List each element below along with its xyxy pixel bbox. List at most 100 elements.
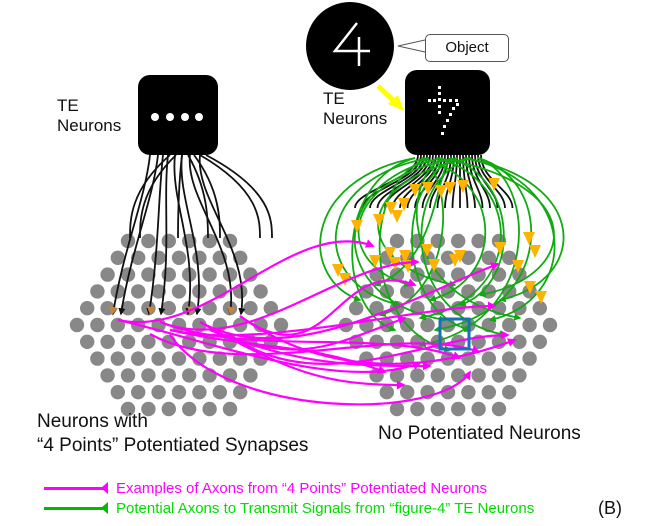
te-axon: [468, 154, 484, 209]
neuron-dot: [182, 368, 197, 383]
orange-arrowhead: [529, 245, 541, 258]
neuron-dot: [420, 351, 435, 366]
green-axon: [373, 157, 451, 287]
magenta-axon: [229, 330, 510, 365]
te-neuron-box-left: [138, 75, 218, 155]
te-label-left-line1: TE: [57, 96, 79, 115]
highlight-box: [438, 317, 471, 351]
te-axon: [198, 154, 246, 316]
neuron-dot: [69, 317, 85, 333]
neuron-dot: [491, 401, 507, 417]
neuron-dot: [481, 250, 496, 265]
neuron-dot: [120, 334, 136, 349]
legend-magenta-label: Examples of Axons from “4 Points” Potent…: [116, 480, 488, 497]
panel-tag: (B): [598, 498, 622, 518]
neuron-dot: [212, 385, 227, 400]
neuron-dot: [233, 385, 248, 400]
te-axon: [129, 154, 171, 239]
neuron-dot: [502, 351, 517, 366]
neuron-dot: [481, 351, 496, 366]
orange-arrowhead: [385, 202, 397, 215]
synapse-marker: [227, 306, 236, 315]
te-axon: [118, 154, 159, 316]
neuron-dot: [151, 351, 166, 366]
neuron-dot: [222, 267, 238, 282]
te-label-right: TE Neurons: [323, 89, 387, 129]
neuron-dot: [151, 250, 166, 265]
neuron-dot: [161, 233, 176, 249]
neuron-dot: [212, 351, 227, 366]
green-axon: [411, 157, 472, 332]
neuron-dot: [369, 334, 384, 349]
magenta-axon: [169, 334, 471, 406]
green-axon: [378, 157, 452, 353]
neuron-dot: [131, 385, 146, 400]
neuron-dot: [202, 233, 217, 249]
te-axon: [421, 154, 446, 209]
te-axon: [465, 154, 476, 209]
magenta-axon: [239, 315, 517, 365]
legend-item-green: Potential Axons to Transmit Signals from…: [44, 500, 534, 517]
neuron-dot: [389, 368, 405, 383]
te-axon: [205, 154, 273, 239]
magenta-axon: [117, 239, 375, 324]
orange-arrowhead: [339, 273, 351, 286]
neuron-dot: [151, 284, 166, 299]
orange-arrowhead: [524, 281, 536, 294]
orange-arrowhead: [523, 232, 535, 245]
magenta-axon: [169, 328, 387, 374]
orange-arrowhead: [435, 185, 447, 198]
neuron-dot: [461, 385, 476, 400]
neuron-dot: [512, 334, 527, 349]
magenta-axon: [209, 328, 432, 371]
neuron-dot: [120, 233, 136, 249]
group-label-right: No Potentiated Neurons: [378, 423, 581, 444]
green-axon: [421, 157, 487, 302]
neuron-dot: [243, 267, 258, 282]
neuron-dot: [451, 368, 466, 383]
neuron-dot: [502, 385, 517, 400]
neuron-dot: [100, 368, 115, 383]
magenta-axons: [117, 239, 517, 406]
neuron-dot: [253, 317, 268, 333]
synapse-marker: [147, 306, 156, 315]
green-axon: [433, 157, 533, 333]
neuron-dot: [141, 401, 156, 417]
magenta-axon: [149, 333, 481, 356]
legend-green-line-icon: [44, 502, 108, 514]
object-circle: [306, 2, 394, 90]
neuron-dot: [410, 368, 425, 383]
neuron-dot: [90, 284, 105, 299]
neuron-dot: [420, 317, 435, 333]
neuron-dot: [471, 368, 486, 383]
neuron-dot: [80, 334, 95, 349]
green-axon: [319, 157, 416, 302]
orange-arrowhead: [535, 291, 547, 304]
te-axon: [158, 154, 169, 316]
neuron-dot: [481, 385, 496, 400]
orange-arrowhead: [488, 178, 500, 191]
orange-arrowhead: [457, 180, 469, 193]
orange-arrowhead: [422, 182, 434, 195]
neuron-dot: [202, 267, 217, 282]
orange-arrowhead: [332, 264, 344, 277]
neuron-dot: [502, 317, 517, 333]
neuron-dot: [471, 233, 486, 249]
neuron-dot: [141, 368, 156, 383]
orange-arrowhead: [369, 255, 381, 268]
neuron-dot: [131, 351, 146, 366]
neuron-dot: [243, 368, 258, 383]
neuron-dot: [379, 385, 394, 400]
group-label-left-line1: Neurons with: [37, 411, 148, 432]
orange-arrowhead: [399, 250, 411, 263]
neuron-dot: [400, 385, 415, 400]
orange-arrowhead: [351, 220, 363, 233]
neuron-dot: [120, 401, 136, 417]
orange-arrowhead: [421, 244, 433, 257]
neuron-dot: [120, 368, 136, 383]
figure-seven-pattern: [428, 86, 459, 135]
te-axon: [177, 154, 183, 239]
object-arrow: [376, 84, 404, 111]
neuron-dot: [430, 368, 445, 383]
te-label-left: TE Neurons: [57, 96, 121, 136]
